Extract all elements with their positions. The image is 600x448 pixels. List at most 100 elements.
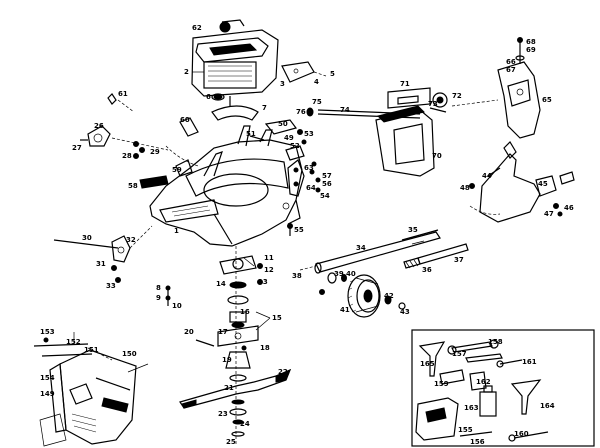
top-bolt-drawing (515, 37, 525, 64)
part-label: 44 (482, 172, 492, 180)
part-label: 76 (296, 108, 306, 116)
grass-bag-drawing (39, 349, 137, 447)
part-label: 41 (340, 306, 350, 314)
part-label: 40 (346, 270, 356, 278)
part-label: 62 (192, 24, 202, 32)
rear-adjuster-drawing (80, 125, 169, 151)
part-label: 43 (400, 308, 410, 316)
part-label: 45 (538, 180, 548, 188)
side-flap-drawing (497, 61, 541, 139)
part-label: 57 (322, 172, 332, 180)
part-label: 152 (66, 338, 81, 346)
part-label: 56 (322, 180, 332, 188)
part-label: 50 (278, 120, 288, 128)
part-label: 48 (460, 184, 470, 192)
wheel-drawing (347, 274, 381, 318)
part-label: 71 (400, 80, 410, 88)
part-label: 157 (452, 350, 467, 358)
part-label: 15 (272, 314, 282, 322)
handle-tube-drawing (299, 229, 469, 274)
part-label: 35 (408, 226, 418, 234)
part-label: 5 (330, 70, 335, 78)
part-label: 51 (246, 130, 256, 138)
part-label: 29 (150, 148, 160, 156)
tool-kit-inset (411, 329, 595, 447)
part-label: 49 (284, 134, 294, 142)
part-label: 27 (72, 144, 82, 152)
key-drawing (195, 339, 215, 347)
washer-drawing (211, 93, 225, 101)
part-label: 162 (476, 378, 491, 386)
part-label: 74 (340, 106, 350, 114)
part-label: 30 (82, 234, 92, 242)
knob-drawing (429, 92, 448, 113)
catcher-housing-drawing (375, 87, 435, 177)
part-label: 163 (464, 404, 479, 412)
cover-drawing (179, 117, 199, 137)
part-label: 14 (216, 280, 226, 288)
part-label: 159 (434, 380, 449, 388)
clip-drawing (175, 159, 193, 177)
part-label: 47 (544, 210, 554, 218)
bag-frame-drawing (33, 337, 113, 361)
part-label: 64 (306, 184, 316, 192)
part-number-labels: 1 2 3 4 5 6 7 8 9 10 11 12 13 14 15 16 1… (40, 24, 574, 446)
part-label: 11 (264, 254, 274, 262)
part-label: 24 (240, 420, 250, 428)
part-label: 36 (422, 266, 432, 274)
part-label: 46 (564, 204, 574, 212)
hub-cap-drawing (384, 295, 406, 310)
part-label: 4 (314, 78, 319, 86)
part-label: 42 (384, 292, 394, 300)
cord-guide-drawing (107, 93, 135, 113)
part-label: 34 (356, 244, 366, 252)
part-label: 13 (258, 278, 268, 286)
plate-drawing (139, 175, 169, 189)
part-label: 61 (118, 90, 128, 98)
part-label: 67 (506, 66, 516, 74)
part-label: 69 (526, 46, 536, 54)
axle-bracket-drawing (53, 225, 153, 283)
part-label: 7 (262, 104, 267, 112)
part-label: 33 (106, 282, 116, 290)
part-label: 149 (40, 390, 55, 398)
leader-lines (73, 71, 289, 379)
part-label: 39 (334, 270, 344, 278)
part-label: 37 (454, 256, 464, 264)
part-label: 72 (452, 92, 462, 100)
part-label: 53 (304, 130, 314, 138)
part-label: 23 (218, 410, 228, 418)
control-lever-drawing (249, 119, 321, 236)
part-label: 26 (94, 122, 104, 130)
part-label: 9 (156, 294, 161, 302)
height-adjuster-drawing (287, 159, 305, 197)
part-label: 20 (184, 328, 194, 336)
part-label: 25 (226, 438, 236, 446)
part-label: 158 (488, 338, 503, 346)
bolt-set-drawing (133, 141, 145, 159)
part-label: 63 (304, 164, 314, 172)
part-label: 17 (218, 328, 228, 336)
part-label: 3 (280, 80, 285, 88)
mower-deck-drawing (149, 125, 303, 247)
part-label: 32 (126, 236, 136, 244)
part-label: 73 (428, 100, 438, 108)
part-label: 165 (420, 360, 435, 368)
part-label: 52 (290, 142, 300, 150)
part-label: 28 (122, 152, 132, 160)
part-label: 65 (542, 96, 552, 104)
part-label: 161 (522, 358, 537, 366)
part-label: 12 (264, 266, 274, 274)
blade-adapter-stack-drawing (217, 246, 263, 446)
rear-flap-drawing (469, 141, 575, 223)
part-label: 151 (84, 346, 99, 354)
part-label: 22 (278, 368, 288, 376)
part-label: 70 (432, 152, 442, 160)
part-label: 66 (506, 58, 516, 66)
part-label: 60 (180, 116, 190, 124)
part-label: 55 (294, 226, 304, 234)
part-label: 16 (240, 308, 250, 316)
screw-set-drawing (165, 285, 171, 306)
part-label: 6 (206, 93, 211, 101)
part-label: 156 (470, 438, 485, 446)
